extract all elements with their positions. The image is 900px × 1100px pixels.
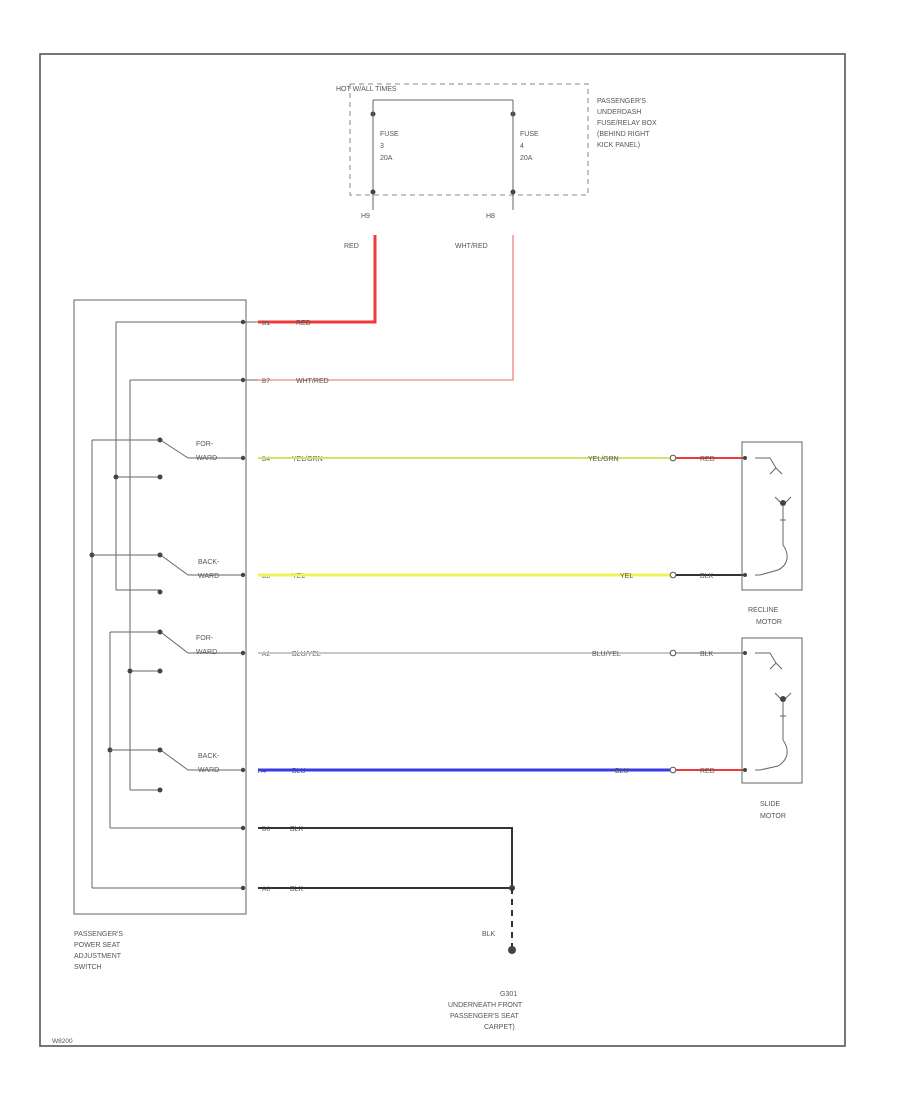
svg-text:CARPET): CARPET) — [484, 1024, 515, 1031]
feed-wires: RED WHT/RED — [258, 195, 514, 381]
svg-text:FUSE/RELAY BOX: FUSE/RELAY BOX — [597, 120, 657, 127]
svg-text:PASSENGER'S: PASSENGER'S — [74, 931, 123, 938]
svg-text:MOTOR: MOTOR — [756, 619, 782, 626]
fuse-box-outline — [349, 83, 589, 196]
svg-text:(BEHIND RIGHT: (BEHIND RIGHT — [597, 131, 650, 138]
svg-text:BLK: BLK — [290, 826, 304, 833]
svg-text:20A: 20A — [520, 155, 533, 162]
svg-text:YEL/GRN: YEL/GRN — [292, 456, 323, 463]
svg-text:ADJUSTMENT: ADJUSTMENT — [74, 953, 122, 960]
svg-text:BLK: BLK — [700, 651, 714, 658]
svg-text:G301: G301 — [500, 991, 517, 998]
svg-text:BACK-: BACK- — [198, 753, 220, 760]
fuse-4: FUSE 4 20A — [520, 131, 539, 162]
svg-text:RECLINE: RECLINE — [748, 607, 779, 614]
svg-text:3: 3 — [380, 143, 384, 150]
svg-text:UNDERNEATH FRONT: UNDERNEATH FRONT — [448, 1002, 523, 1009]
wire-red — [258, 235, 377, 324]
svg-text:A6: A6 — [262, 886, 270, 893]
svg-text:WARD: WARD — [196, 649, 217, 656]
svg-text:RED: RED — [344, 243, 359, 250]
footer-code: W8200 — [52, 1038, 73, 1045]
svg-text:WARD: WARD — [198, 767, 219, 774]
svg-text:POWER SEAT: POWER SEAT — [74, 942, 121, 949]
switch-connector-pins: B1 B7 B4 B3 A2 A4 B6 A6 — [240, 319, 270, 893]
svg-text:FOR-: FOR- — [196, 635, 214, 642]
svg-text:WHT/RED: WHT/RED — [296, 378, 329, 385]
recline-motor: RECLINE MOTOR — [741, 441, 803, 626]
hot-label: HOT W/ALL TIMES — [336, 86, 397, 93]
near-switch-wire-labels: RED WHT/RED YEL/GRN YEL BLU/YEL BLU BLK … — [290, 320, 329, 893]
svg-text:BLK: BLK — [700, 573, 714, 580]
switch-outline — [73, 299, 247, 915]
svg-text:BLK: BLK — [482, 931, 496, 938]
svg-text:4: 4 — [520, 143, 524, 150]
svg-text:A2: A2 — [262, 651, 270, 658]
svg-text:20A: 20A — [380, 155, 393, 162]
svg-text:WARD: WARD — [198, 573, 219, 580]
svg-text:BLU/YEL: BLU/YEL — [592, 651, 621, 658]
slide-motor: SLIDE MOTOR — [741, 637, 803, 820]
svg-text:YEL: YEL — [620, 573, 633, 580]
ground-circuit: BLK G301 UNDERNEATH FRONT PASSENGER'S SE… — [258, 827, 523, 1031]
svg-text:KICK PANEL): KICK PANEL) — [597, 142, 640, 149]
svg-text:BACK-: BACK- — [198, 559, 220, 566]
svg-text:UNDERDASH: UNDERDASH — [597, 109, 641, 116]
svg-text:SWITCH: SWITCH — [74, 964, 102, 971]
svg-text:SLIDE: SLIDE — [760, 801, 781, 808]
svg-text:B4: B4 — [262, 456, 270, 463]
fuse-3: FUSE 3 20A — [380, 131, 399, 162]
fuse-box: HOT W/ALL TIMES FUSE 3 20A FUSE 4 20A PA… — [336, 83, 657, 220]
diagram-border — [39, 53, 846, 1047]
svg-text:BLK: BLK — [290, 886, 304, 893]
svg-text:RED: RED — [700, 768, 715, 775]
svg-text:MOTOR: MOTOR — [760, 813, 786, 820]
svg-text:FOR-: FOR- — [196, 441, 214, 448]
connector-h9: H9 — [361, 213, 370, 220]
svg-text:BLU: BLU — [615, 768, 629, 775]
svg-text:YEL/GRN: YEL/GRN — [588, 456, 619, 463]
svg-text:RED: RED — [296, 320, 311, 327]
switch-label: PASSENGER'S POWER SEAT ADJUSTMENT SWITCH — [74, 931, 123, 971]
svg-text:B6: B6 — [262, 826, 270, 833]
svg-text:PASSENGER'S SEAT: PASSENGER'S SEAT — [450, 1013, 519, 1020]
svg-text:FUSE: FUSE — [380, 131, 399, 138]
motor-wires: YEL/GRN RED YEL BLK BLU/YEL BLK BLU RED — [258, 454, 745, 775]
connector-h8: H8 — [486, 213, 495, 220]
svg-text:FUSE: FUSE — [520, 131, 539, 138]
svg-text:WARD: WARD — [196, 455, 217, 462]
power-seat-switch: FOR- WARD BACK- WARD FOR- WARD BACK- WAR… — [73, 299, 247, 971]
ground-label: G301 UNDERNEATH FRONT PASSENGER'S SEAT C… — [448, 991, 523, 1031]
svg-text:WHT/RED: WHT/RED — [455, 243, 488, 250]
svg-text:PASSENGER'S: PASSENGER'S — [597, 98, 646, 105]
svg-text:RED: RED — [700, 456, 715, 463]
svg-text:B1: B1 — [262, 320, 270, 327]
svg-text:BLU/YEL: BLU/YEL — [292, 651, 321, 658]
wire-wht-red — [258, 235, 514, 381]
fusebox-location-label: PASSENGER'S UNDERDASH FUSE/RELAY BOX (BE… — [597, 98, 657, 149]
svg-text:B7: B7 — [262, 378, 270, 385]
